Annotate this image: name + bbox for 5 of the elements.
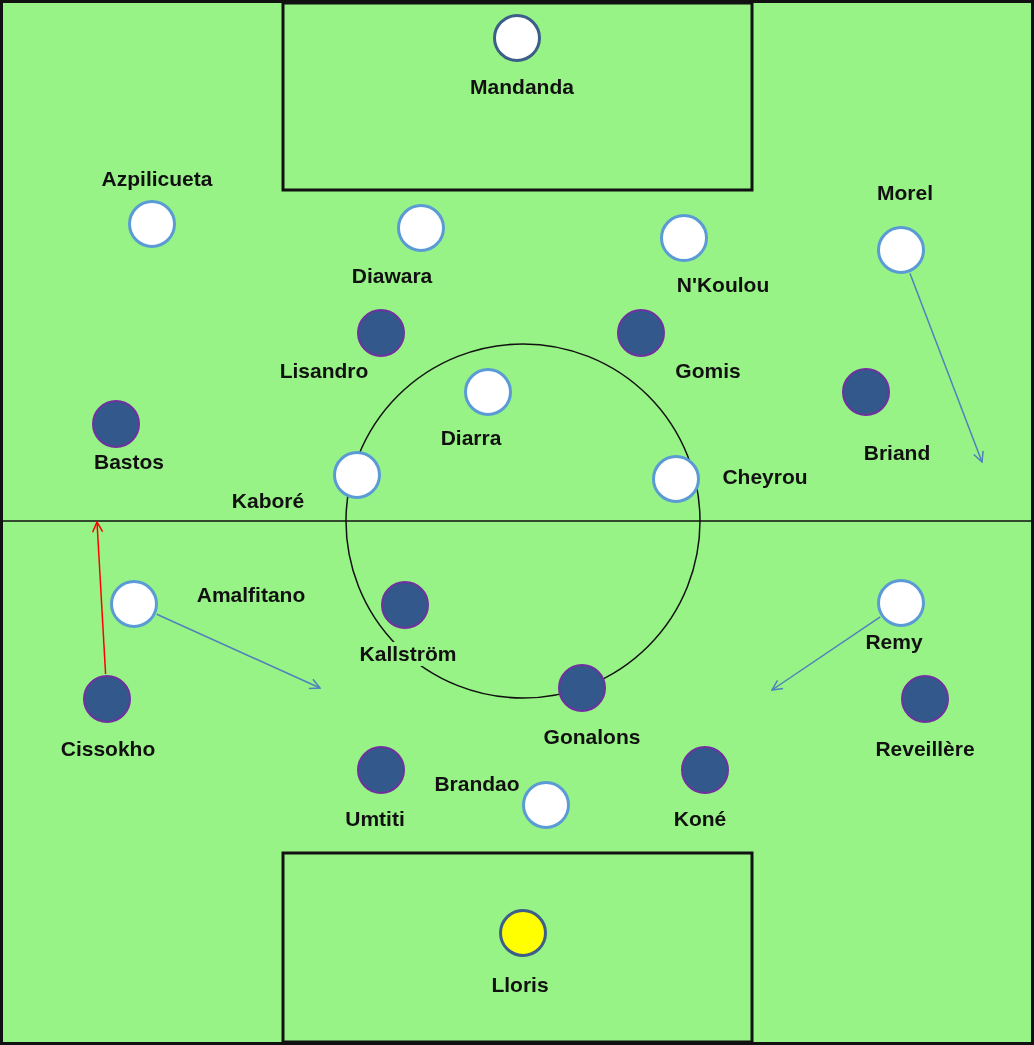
arrow — [156, 613, 321, 690]
arrow — [909, 272, 984, 463]
player-name: Kallström — [357, 642, 459, 666]
arrow — [771, 616, 881, 691]
arrow — [91, 521, 107, 675]
